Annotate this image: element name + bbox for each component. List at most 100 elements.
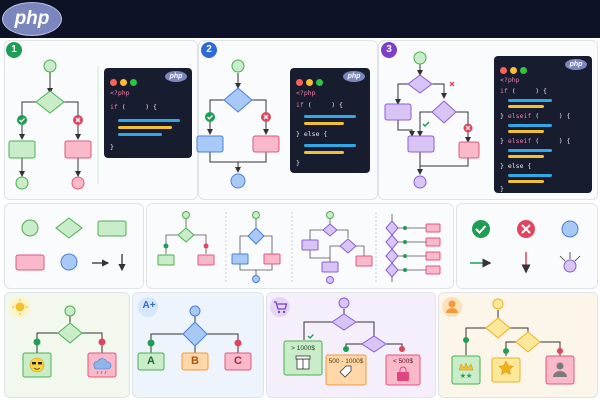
cart-icon xyxy=(274,301,288,310)
price-low-label: < 500$ xyxy=(392,358,414,365)
mini-cross-icon xyxy=(203,243,209,249)
start-node xyxy=(492,298,504,310)
mini-box xyxy=(157,254,175,266)
code-bar xyxy=(304,144,356,147)
step-badge-2: 2 xyxy=(201,42,217,58)
elseif-action-box xyxy=(407,135,435,153)
decision-diamond xyxy=(485,317,511,339)
if-keyword: if xyxy=(296,101,304,109)
if-keyword: if xyxy=(500,87,508,95)
code-bar xyxy=(508,149,552,152)
else-action-box xyxy=(458,141,480,159)
check-mark xyxy=(307,334,314,339)
shape-rect-green xyxy=(97,220,127,237)
header-bar: php xyxy=(0,0,600,38)
start-node xyxy=(189,305,201,317)
close-brace: } xyxy=(296,159,300,167)
elseif-line: } elseif ( ) { xyxy=(500,137,571,145)
shape-circle-blue xyxy=(561,220,579,238)
decision-diamond xyxy=(431,100,457,124)
else-line: } else { xyxy=(500,162,532,170)
start-node xyxy=(338,297,350,309)
if-cond: ( ) { xyxy=(303,101,343,109)
bag-icon xyxy=(397,372,409,381)
start-node xyxy=(231,59,245,73)
mini-box xyxy=(321,261,339,273)
mini-start-node xyxy=(326,211,334,219)
if-line: if ( ) { xyxy=(110,103,157,111)
code-bar xyxy=(508,99,552,102)
flow-elseif-lines xyxy=(395,64,471,175)
rain-cloud-icon xyxy=(93,358,112,370)
check-icon xyxy=(503,348,509,354)
php-logo: php xyxy=(2,2,62,36)
mini-diamond xyxy=(385,248,399,264)
flow-else-lines xyxy=(207,73,269,173)
close-brace: } xyxy=(500,185,504,193)
code-bar xyxy=(118,133,162,136)
false-action-box xyxy=(64,140,92,159)
mini-diamond xyxy=(322,223,338,237)
end-node xyxy=(15,176,29,190)
shape-rect-pink xyxy=(15,254,45,271)
start-node xyxy=(64,305,76,317)
if-line: if ( ) { xyxy=(500,87,547,95)
panel-mini-flows xyxy=(146,203,454,289)
code-bar xyxy=(118,119,180,122)
check-icon xyxy=(472,220,490,238)
shape-diamond-green xyxy=(55,217,83,239)
close-brace: } xyxy=(110,143,114,151)
window-dots xyxy=(296,73,326,91)
code-bar xyxy=(508,180,544,183)
merge-node xyxy=(563,259,577,273)
code-window-if-elseif: php <?php if ( ) { } elseif ( ) { } else… xyxy=(494,56,592,193)
code-bar xyxy=(304,151,344,154)
decision-diamond xyxy=(35,90,65,114)
window-dots xyxy=(500,61,530,79)
grade-c-label: C xyxy=(234,355,242,367)
mini-diamond xyxy=(247,227,265,245)
mini-box xyxy=(425,223,441,233)
mini-start-node xyxy=(182,211,190,219)
mini-end-node xyxy=(252,275,260,283)
code-bar xyxy=(508,174,552,177)
rating-box-low xyxy=(545,355,575,385)
mini-box xyxy=(425,251,441,261)
decision-diamond xyxy=(515,331,541,353)
true-action-box xyxy=(8,140,36,159)
code-bar xyxy=(304,122,344,125)
mini-end-node xyxy=(326,276,334,284)
elseif-keyword: elseif xyxy=(507,137,532,145)
if-action-box xyxy=(384,103,412,121)
panel-symbols xyxy=(456,203,598,289)
mini-flow-else xyxy=(239,218,273,276)
step-badge-3: 3 xyxy=(381,42,397,58)
step-badge-1: 1 xyxy=(6,42,22,58)
price-mid-label: 500 - 1000$ xyxy=(328,358,364,365)
decision-diamond xyxy=(407,74,433,94)
grade-box-a xyxy=(137,352,165,371)
mini-box xyxy=(425,237,441,247)
if-cond: ( ) { xyxy=(117,103,157,111)
logo-text: php xyxy=(14,8,50,29)
end-node xyxy=(413,175,427,189)
grade-badge-bg xyxy=(138,297,158,317)
sun-icon xyxy=(15,302,25,312)
crown-icon xyxy=(458,362,474,371)
else-line: } else { xyxy=(296,130,328,138)
code-bar xyxy=(304,115,356,118)
mini-diamond xyxy=(385,262,399,278)
star-icon xyxy=(498,360,514,376)
start-node xyxy=(413,51,427,65)
rating-stars: ★★ xyxy=(459,372,473,380)
mini-start-node xyxy=(252,211,260,219)
decision-diamond xyxy=(57,322,83,344)
elseif-line: } elseif ( ) { xyxy=(500,112,571,120)
if-action-box xyxy=(196,135,224,153)
mini-flow-elseif xyxy=(309,218,365,262)
check-icon xyxy=(147,339,155,347)
else-action-box xyxy=(252,135,280,153)
cross-icon xyxy=(557,348,563,354)
check-mark xyxy=(422,121,430,128)
